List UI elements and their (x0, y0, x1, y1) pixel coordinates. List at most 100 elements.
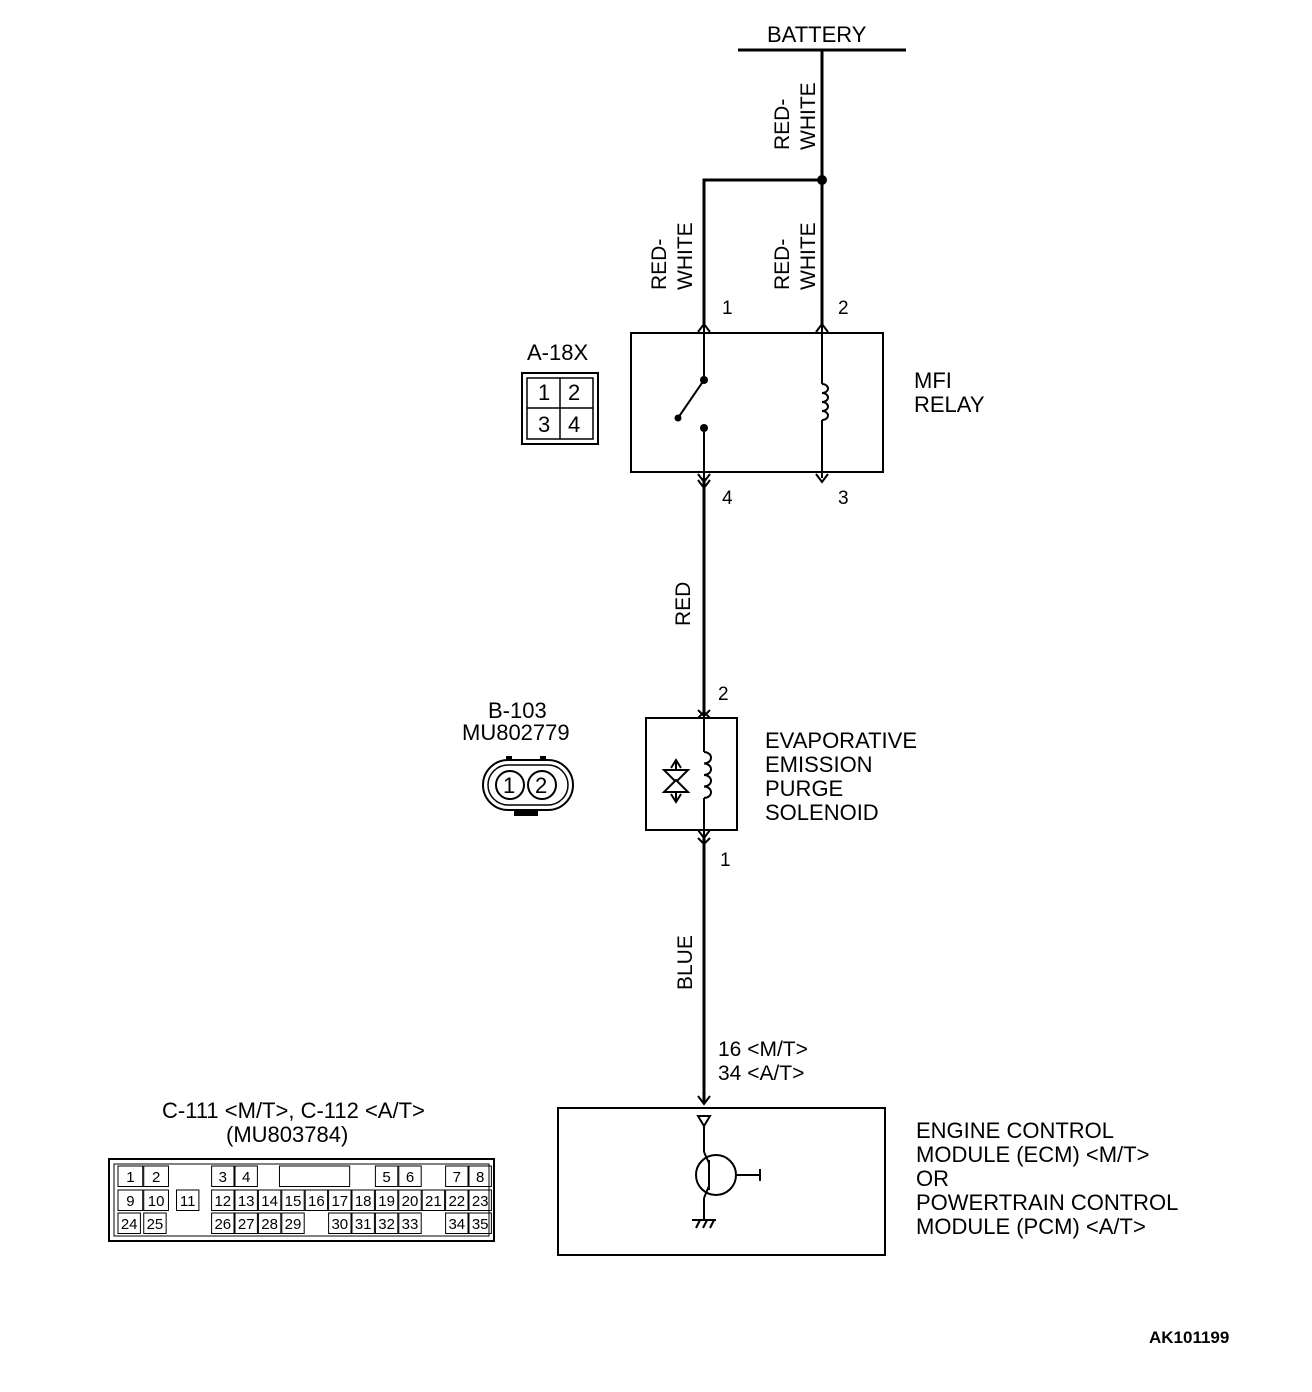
ecm-connector-cell-label: 3 (219, 1169, 227, 1186)
ecm-connector-cell-label: 32 (378, 1216, 395, 1233)
ecm-connector-cell-label: 29 (285, 1216, 302, 1233)
ecm-connector-cell-label: 14 (261, 1193, 278, 1210)
wire-label-red-white-left: RED- WHITE (648, 222, 697, 290)
ecm-connector-cell (117, 1165, 144, 1187)
ecm-name-line4: POWERTRAIN CONTROL (916, 1190, 1178, 1215)
ecm-connector-cell-label: 23 (472, 1193, 489, 1210)
ecm-connector-cell-label: 17 (331, 1193, 348, 1210)
ecm-connector-cell-label: 15 (285, 1193, 302, 1210)
ecm-connector-cell (117, 1212, 141, 1234)
svg-text:WHITE: WHITE (797, 82, 820, 150)
ecm-connector-cell (211, 1212, 235, 1234)
wire-label-red-white-right: RED- WHITE (771, 222, 820, 290)
ecm-connector-cell (117, 1189, 144, 1211)
ecm-connector-cell-label: 33 (402, 1216, 419, 1233)
ecm-connector-cell (143, 1165, 169, 1187)
svg-text:4: 4 (568, 412, 580, 437)
svg-text:RED-: RED- (771, 239, 794, 290)
ecm-name-line1: ENGINE CONTROL (916, 1118, 1114, 1143)
ecm-connector-cell-label: 1 (126, 1169, 134, 1186)
ecm-connector-cell (328, 1189, 352, 1211)
ecm-connector-cell (304, 1189, 329, 1211)
ecm-connector-cell (421, 1189, 446, 1211)
ecm-connector-cell (398, 1165, 422, 1187)
ecm-connector-cell (257, 1212, 282, 1234)
relay-pin-2: 2 (838, 298, 849, 319)
ecm-connector-cell (234, 1189, 258, 1211)
junction-dot (817, 175, 827, 185)
svg-text:RED-: RED- (648, 239, 671, 290)
solenoid-connector-id: B-103 (488, 698, 547, 723)
ecm-connector-cell (374, 1212, 399, 1234)
solenoid-name-line1: EVAPORATIVE (765, 728, 917, 753)
ecm-connector-cell (468, 1189, 492, 1211)
svg-text:WHITE: WHITE (674, 222, 697, 290)
ecm-connector-cell-label: 27 (238, 1216, 255, 1233)
solenoid-connector-icon (482, 756, 574, 816)
relay-name-line2: RELAY (914, 392, 985, 417)
ecm-connector-cell-label: 22 (448, 1193, 465, 1210)
svg-text:WHITE: WHITE (797, 222, 820, 290)
relay-connector-id: A-18X (527, 340, 588, 365)
ecm-connector-cell-label: 21 (425, 1193, 442, 1210)
ecm-connector-cell-label: 6 (406, 1169, 414, 1186)
ecm-box (557, 1107, 886, 1256)
wire-label-red-white-top: RED- WHITE (771, 82, 820, 150)
figure-id: AK101199 (1149, 1328, 1229, 1347)
svg-text:2: 2 (535, 773, 547, 798)
ecm-connector-cell-label: 2 (152, 1169, 160, 1186)
ecm-connector-blank-cavity (278, 1165, 351, 1187)
ecm-connector-cell-label: 20 (402, 1193, 419, 1210)
ecm-connector-cell-label: 10 (148, 1193, 165, 1210)
relay-connector-icon: 1 2 3 4 (521, 372, 599, 445)
ecm-connector-cell (374, 1189, 399, 1211)
ecm-connector-cell-label: 8 (476, 1169, 484, 1186)
wire-label-red: RED (672, 582, 695, 626)
solenoid-coil-icon (703, 751, 712, 799)
solenoid-name-line2: EMISSION (765, 752, 873, 777)
relay-pin-4: 4 (722, 488, 733, 509)
solenoid-name-line4: SOLENOID (765, 800, 879, 825)
ecm-connector-cell-label: 18 (355, 1193, 372, 1210)
ecm-connector-cell (468, 1165, 492, 1187)
ecm-connector-cell-label: 4 (242, 1169, 250, 1186)
ecm-name-line2: MODULE (ECM) <M/T> (916, 1142, 1149, 1167)
ecm-connector-part: (MU803784) (226, 1122, 348, 1147)
ecm-connector-cell-label: 25 (147, 1216, 164, 1233)
ecm-terminal-mt: 16 <M/T> (718, 1038, 808, 1061)
wire-red-white-branch (702, 178, 822, 326)
ecm-connector-cell (176, 1189, 200, 1211)
ecm-connector-cell (398, 1212, 422, 1234)
ecm-connector-cell-label: 16 (308, 1193, 325, 1210)
ecm-connector-cell (445, 1165, 469, 1187)
relay-pin-1: 1 (722, 298, 733, 319)
ecm-connector-cell (445, 1189, 469, 1211)
ecm-name-line3: OR (916, 1166, 949, 1191)
ecm-connector-cell (398, 1189, 422, 1211)
valve-icon (661, 758, 691, 804)
relay-pin-3: 3 (838, 488, 849, 509)
solenoid-box (645, 717, 738, 831)
ecm-connector-cell (211, 1165, 235, 1187)
ecm-connector-cell-label: 11 (180, 1193, 196, 1210)
svg-text:RED-: RED- (771, 99, 794, 150)
ecm-connector-cell-label: 31 (355, 1216, 372, 1233)
ecm-connector-cell (328, 1212, 352, 1234)
ecm-connector-title: C-111 <M/T>, C-112 <A/T> (162, 1098, 425, 1123)
transistor-icon (692, 1115, 761, 1229)
solenoid-name-line3: PURGE (765, 776, 843, 801)
ecm-name-line5: MODULE (PCM) <A/T> (916, 1214, 1146, 1239)
ecm-connector-cell (143, 1189, 169, 1211)
ecm-connector-cell-label: 12 (214, 1193, 231, 1210)
ecm-connector-cell-label: 30 (331, 1216, 348, 1233)
mfi-relay-box (630, 332, 884, 473)
svg-text:1: 1 (503, 773, 515, 798)
ecm-connector-cell-label: 5 (382, 1169, 390, 1186)
ecm-connector-cell (281, 1212, 305, 1234)
ecm-connector-cell-label: 28 (261, 1216, 278, 1233)
ecm-terminal-at: 34 <A/T> (718, 1062, 804, 1085)
ecm-connector-cell (351, 1189, 375, 1211)
relay-coil-icon (821, 383, 829, 421)
